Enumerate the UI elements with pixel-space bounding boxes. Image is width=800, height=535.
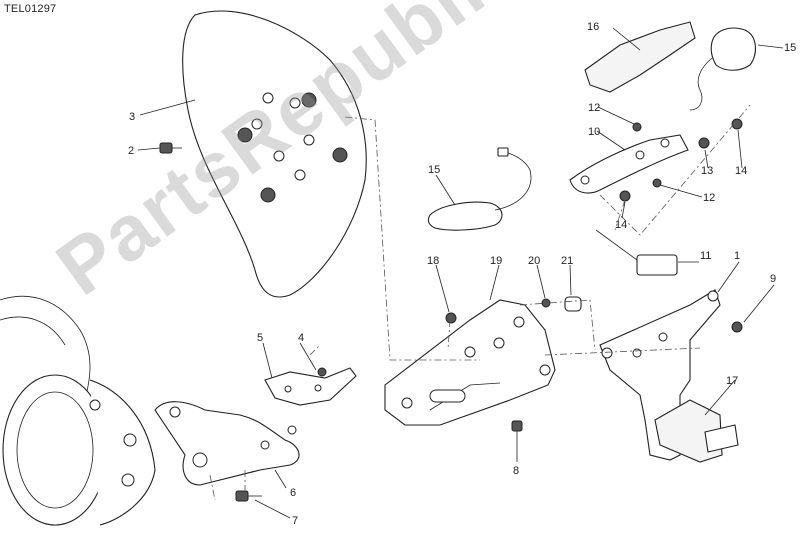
plate-holder-part: [384, 299, 556, 426]
reflector-part: [595, 229, 678, 276]
callout-label: 6: [290, 487, 296, 499]
callout-label: 15: [428, 164, 440, 176]
callout-label: 8: [513, 465, 519, 477]
diagram-code: TEL01297: [4, 3, 57, 15]
small-bracket-part: [264, 367, 357, 406]
callout-label: 1: [734, 250, 740, 262]
screw-part: [619, 190, 631, 202]
nut-part: [445, 312, 457, 324]
indicator-bracket-part: [569, 134, 689, 194]
callout-label: 12: [588, 102, 600, 114]
callout-label: 7: [292, 515, 298, 527]
callout-label: 18: [427, 255, 439, 267]
callout-label: 3: [129, 111, 135, 123]
bolt-part: [235, 490, 262, 502]
callout-label: 14: [735, 165, 747, 177]
seat-cover-plate: [182, 10, 367, 298]
callout-label: 4: [298, 332, 304, 344]
screw-part: [731, 118, 743, 130]
callout-label: 13: [701, 165, 713, 177]
mudguard-part: [584, 21, 696, 93]
license-plate-bracket: [599, 289, 739, 463]
callout-label: 5: [257, 332, 263, 344]
callout-labels: 1 2 3 4 5 6 7 8 9 10 11 12 12 13 14 14 1…: [128, 21, 796, 527]
callout-label: 20: [528, 255, 540, 267]
spacer-part: [564, 296, 582, 312]
callout-label: 17: [726, 375, 738, 387]
callout-label: 16: [587, 21, 599, 33]
rear-frame-part: [0, 296, 156, 526]
callout-label: 12: [703, 192, 715, 204]
leader-lines: [137, 27, 784, 519]
nut-part: [731, 321, 743, 333]
callout-label: 9: [770, 273, 776, 285]
nut-part: [698, 137, 710, 149]
rear-light-part: [427, 147, 532, 231]
callout-label: 2: [128, 145, 134, 157]
support-bracket-part: [154, 401, 300, 486]
screw-part: [652, 178, 662, 188]
callout-label: 19: [490, 255, 502, 267]
assembly-lines: [209, 104, 751, 501]
callout-label: 14: [615, 219, 627, 231]
screw-part: [632, 122, 642, 132]
callout-label: 21: [561, 255, 573, 267]
callout-label: 11: [700, 250, 711, 262]
screw-part: [511, 420, 523, 445]
callout-label: 15: [784, 42, 796, 54]
turn-indicator-part: [689, 27, 756, 111]
callout-label: 10: [588, 126, 600, 138]
